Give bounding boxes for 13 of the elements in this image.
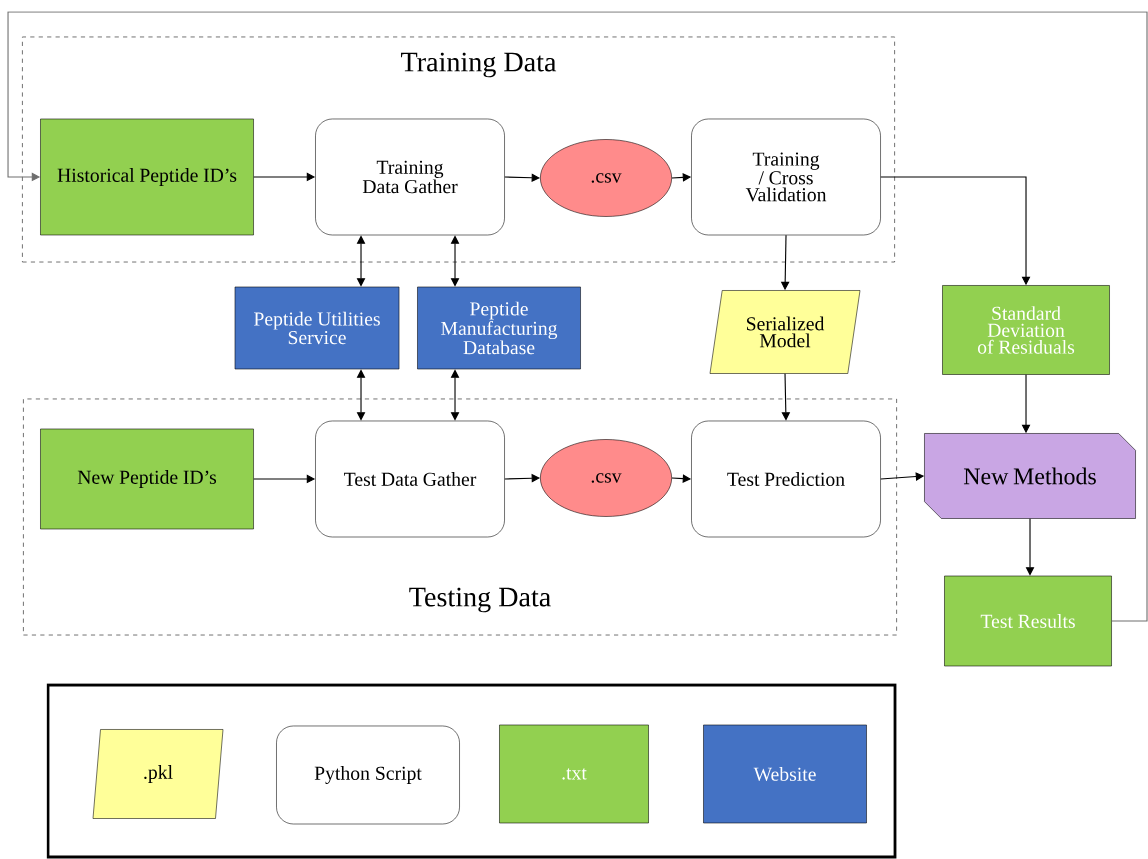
- file-box: Historical Peptide ID’s: [40, 118, 254, 236]
- model-parallelogram: Serialized Model: [709, 290, 861, 374]
- arrow: [7, 11, 1148, 622]
- website-box: Peptide Manufacturing Database: [417, 286, 581, 370]
- file-box: Standard Deviation of Residuals: [942, 285, 1110, 375]
- file-box: Test Results: [944, 575, 1112, 667]
- script-box: Test Prediction: [691, 420, 881, 538]
- website-box: Peptide Utilities Service: [234, 286, 400, 370]
- methods-box: New Methods: [924, 433, 1136, 519]
- script-box: Training Data Gather: [315, 118, 505, 236]
- script-box: Test Data Gather: [315, 420, 505, 538]
- file-box: New Peptide ID’s: [40, 428, 254, 530]
- script-box: Training / Cross Validation: [691, 118, 881, 236]
